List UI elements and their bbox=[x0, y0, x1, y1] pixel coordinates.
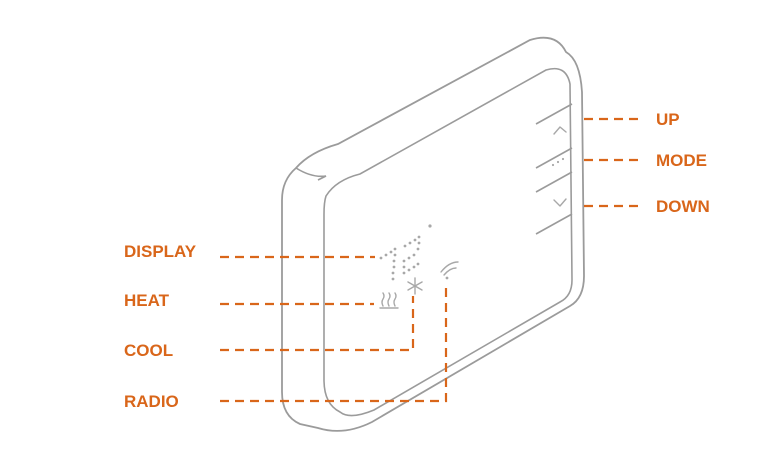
thermostat-body bbox=[281, 36, 585, 432]
radio-label: RADIO bbox=[124, 392, 179, 411]
button-separator-2 bbox=[535, 147, 573, 169]
up-label: UP bbox=[656, 110, 680, 129]
radio-leader-line bbox=[220, 282, 448, 403]
thermostat-front-face bbox=[323, 67, 573, 417]
button-separator-4 bbox=[535, 213, 573, 235]
mode-label: MODE bbox=[656, 151, 707, 170]
display-label: DISPLAY bbox=[124, 242, 197, 261]
thermostat-side-edge bbox=[295, 167, 327, 181]
button-separator-3 bbox=[535, 171, 573, 193]
heat-waves-icon bbox=[379, 292, 399, 309]
chevron-up-icon[interactable] bbox=[553, 126, 567, 135]
chevron-down-icon[interactable] bbox=[553, 198, 567, 207]
snowflake-icon bbox=[407, 277, 423, 295]
down-label: DOWN bbox=[656, 197, 710, 216]
heat-label: HEAT bbox=[124, 291, 170, 310]
wifi-icon bbox=[440, 261, 459, 280]
cool-label: COOL bbox=[124, 341, 173, 360]
cool-leader-line bbox=[220, 296, 415, 352]
dots-icon[interactable] bbox=[551, 157, 565, 167]
leader-lines bbox=[220, 117, 640, 403]
seven-segment-digits-icon bbox=[379, 224, 432, 281]
button-separator-1 bbox=[535, 103, 573, 125]
